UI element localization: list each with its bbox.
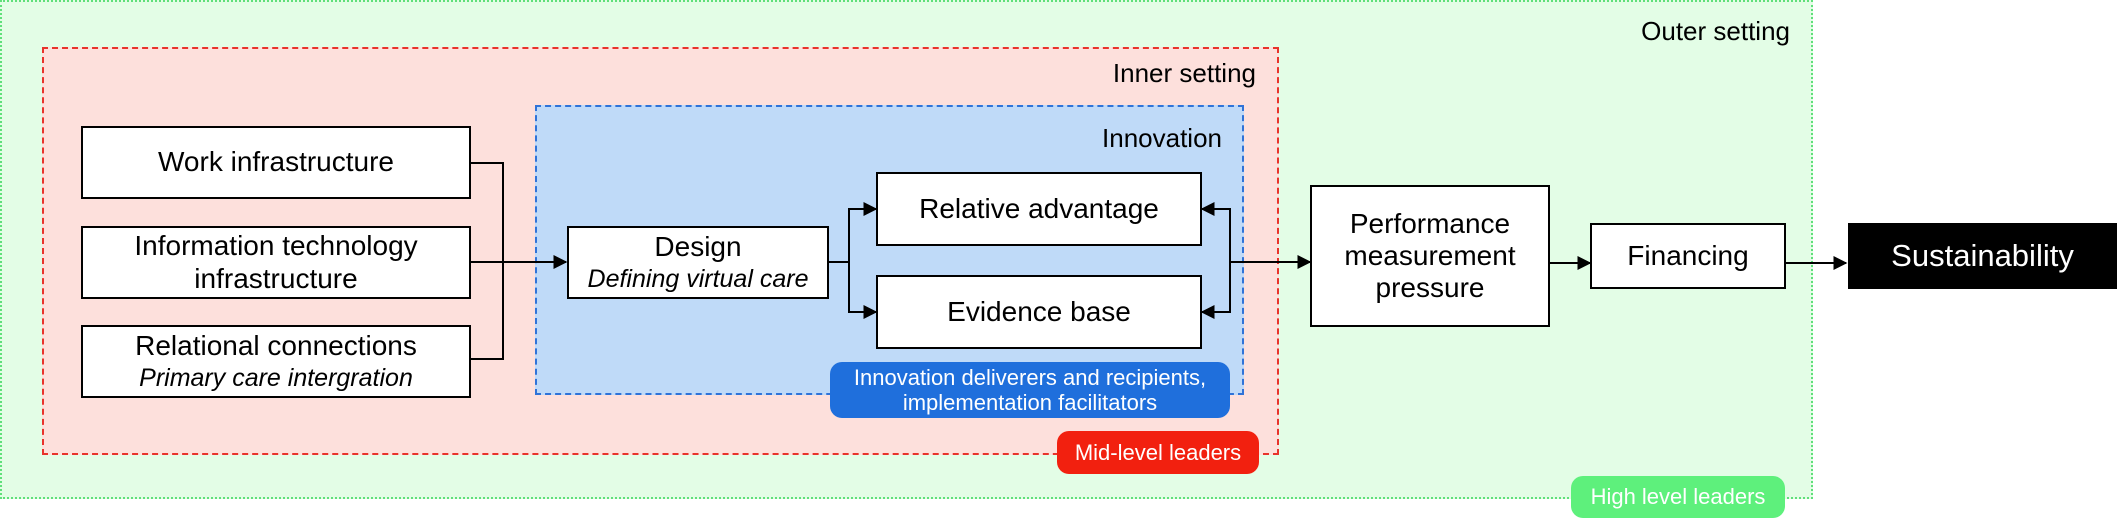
innovation-deliverers-line1: Innovation deliverers and recipients, [853, 364, 1207, 390]
performance-label-line1: Performance [1349, 207, 1511, 239]
arrow-to-evidence-base [848, 262, 878, 319]
mid-level-leaders-label: Mid-level leaders [1074, 439, 1242, 465]
design-sublabel: Defining virtual care [587, 265, 809, 294]
it-infrastructure-label-line1: Information technology [134, 230, 418, 262]
arrow-to-relative-advantage [829, 202, 878, 263]
mid-level-leaders-badge: Mid-level leaders [1057, 431, 1259, 474]
design-label: Design [654, 231, 742, 263]
relational-connections-label: Relational connections [135, 330, 417, 362]
high-level-leaders-label: High level leaders [1590, 484, 1766, 510]
evidence-base-label: Evidence base [947, 295, 1131, 327]
work-infrastructure-box: Work infrastructure [81, 126, 471, 199]
high-level-leaders-badge: High level leaders [1571, 476, 1785, 518]
work-infrastructure-label: Work infrastructure [158, 146, 394, 178]
relational-connections-box: Relational connections Primary care inte… [81, 325, 471, 398]
relative-advantage-box: Relative advantage [876, 172, 1202, 246]
design-box: Design Defining virtual care [567, 226, 829, 299]
performance-label-line2: measurement [1344, 239, 1516, 271]
performance-label-line3: pressure [1375, 272, 1485, 304]
arrow-back-evidence-base [1200, 262, 1231, 319]
it-infrastructure-box: Information technology infrastructure [81, 226, 471, 299]
financing-label: Financing [1627, 239, 1749, 271]
inner-setting-label: Inner setting [1112, 58, 1256, 88]
arrow-back-relative-advantage [1200, 202, 1231, 262]
innovation-label: Innovation [1102, 123, 1222, 153]
performance-measurement-box: Performance measurement pressure [1310, 185, 1550, 327]
relative-advantage-label: Relative advantage [919, 192, 1159, 224]
relational-connections-sublabel: Primary care intergration [139, 364, 413, 393]
innovation-deliverers-badge: Innovation deliverers and recipients, im… [830, 362, 1230, 418]
innovation-deliverers-line2: implementation facilitators [902, 390, 1158, 415]
it-infrastructure-label-line2: infrastructure [194, 262, 358, 294]
sustainability-box: Sustainability [1848, 223, 2117, 289]
financing-box: Financing [1590, 223, 1786, 289]
evidence-base-box: Evidence base [876, 275, 1202, 349]
outer-setting-label: Outer setting [1641, 16, 1790, 46]
sustainability-label: Sustainability [1891, 238, 2074, 273]
